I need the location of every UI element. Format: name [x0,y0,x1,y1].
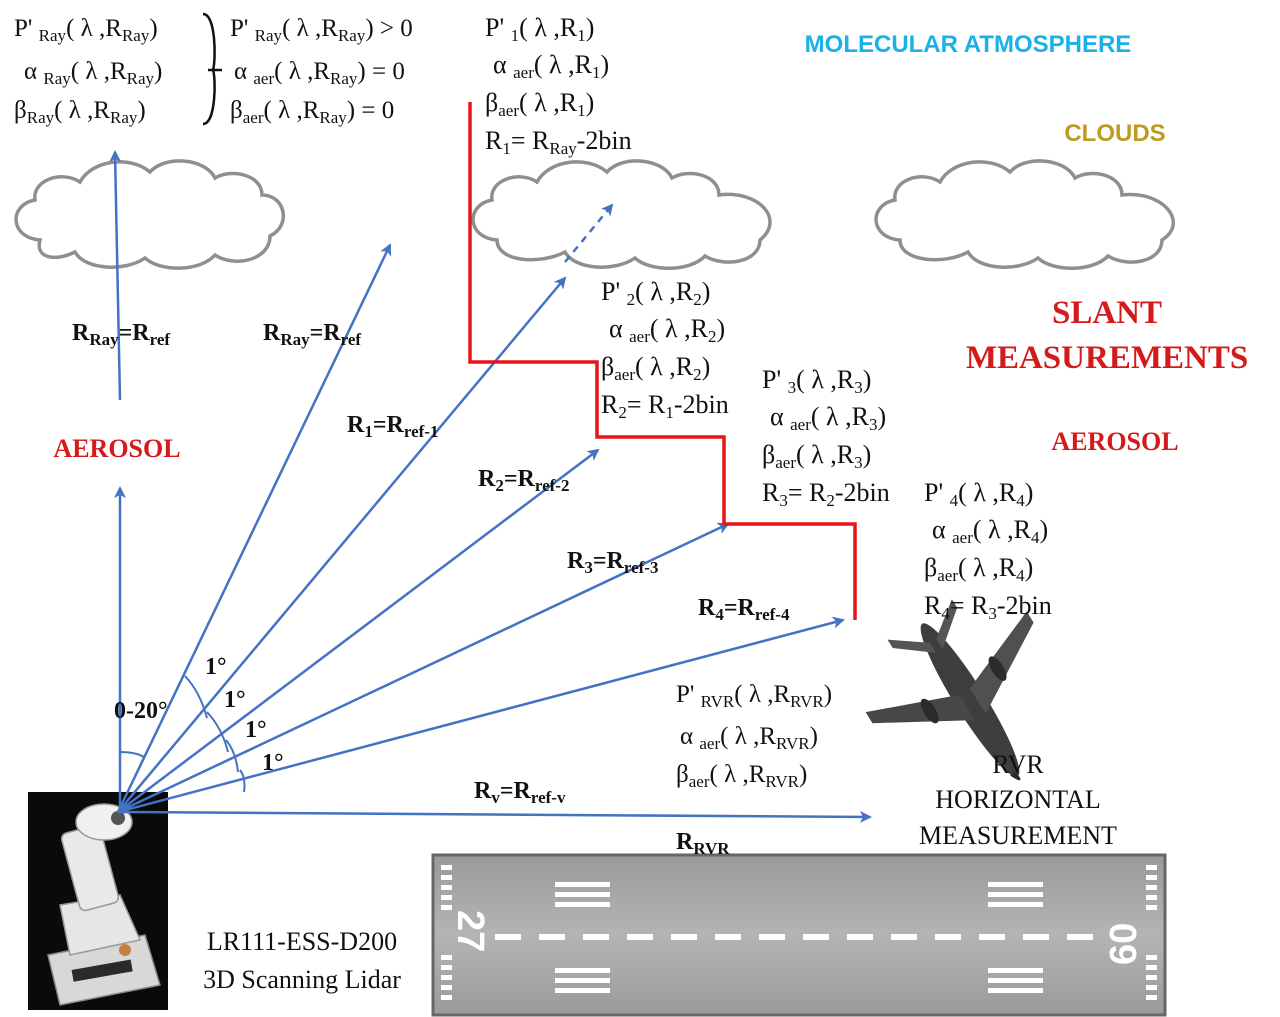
range-block-4-p: P' 4( λ ,R4) [924,478,1033,510]
range-block-3-p: P' 3( λ ,R3) [762,365,871,397]
aerosol-label-right: AEROSOL [1051,427,1178,456]
runway-number-right: 60 [1103,923,1145,965]
ray-block: P' Ray( λ ,RRay) α Ray( λ ,RRay) βRay( λ… [14,15,162,127]
rvr-beta: βaer( λ ,RRVR) [676,761,807,791]
cond-beta: βaer( λ ,RRay) = 0 [230,97,394,127]
cond-p: P' Ray( λ ,RRay) > 0 [230,15,413,45]
rvr-label-1: RVR [992,750,1044,779]
arrow-horizontal [117,810,872,823]
range-label-8: RRVR [676,829,730,858]
range-block-1-beta: βaer( λ ,R1) [485,88,594,120]
rvr-p: P' RVR( λ ,RRVR) [676,681,832,711]
cloud-left [14,159,286,270]
range-block-2-p: P' 2( λ ,R2) [601,277,710,309]
range-block-3-alpha: α aer( λ ,R3) [770,402,886,434]
range-label-5: R3=Rref-3 [567,548,658,577]
angle-label-3: 1° [245,717,267,743]
slant-label-1: SLANT [1052,295,1162,331]
range-label-2: RRay=Rref [263,320,361,349]
angle-arc-3 [225,739,239,773]
range-block-2: P' 2( λ ,R2) α aer( λ ,R2) βaer( λ ,R2) R2=… [601,277,729,422]
runway-threshold-left [441,865,452,1000]
rvr-label-2: HORIZONTAL [935,785,1100,814]
ray-beta: βRay( λ ,RRay) [14,97,146,127]
molecular-atmosphere-label: MOLECULAR ATMOSPHERE [805,31,1132,58]
runway-threshold-right [1146,865,1157,1000]
range-block-2-alpha: α aer( λ ,R2) [609,314,725,346]
range-block-3: P' 3( λ ,R3) α aer( λ ,R3) βaer( λ ,R3) R3=… [762,365,890,510]
range-block-4: P' 4( λ ,R4) α aer( λ ,R4) βaer( λ ,R4) R4=… [924,478,1052,623]
arrow-beam-5 [117,616,845,814]
range-block-1-alpha: α aer( λ ,R1) [493,50,609,82]
range-block-1-p: P' 1( λ ,R1) [485,13,594,45]
cloud-middle [471,159,772,270]
range-block-3-r: R3= R2-2bin [762,478,890,510]
aerosol-label-left: AEROSOL [53,434,180,463]
range-block-3-beta: βaer( λ ,R3) [762,440,871,472]
range-block-1: P' 1( λ ,R1) α aer( λ ,R1) βaer( λ ,R1) R1=… [485,13,632,158]
beam-arrows [109,150,872,823]
slant-label-2: MEASUREMENTS [966,340,1248,376]
angle-label-2: 1° [224,687,246,713]
range-block-4-r: R4= R3-2bin [924,591,1052,623]
angle-label-1: 1° [205,654,227,680]
range-labels: RRay=Rref RRay=RrefR1=Rref-1R2=Rref-2R3=R… [72,320,790,858]
rvr-label-3: MEASUREMENT [919,821,1117,850]
range-block-1-r: R1= RRay-2bin [485,126,632,158]
angle-arcs [119,675,246,793]
clouds-label: CLOUDS [1064,120,1165,147]
angle-range-label: 0-20° [114,698,168,724]
range-blocks: P' 1( λ ,R1) α aer( λ ,R1) βaer( λ ,R1) R1=… [485,13,1052,623]
ray-p: P' Ray( λ ,RRay) [14,15,158,45]
range-block-2-r: R2= R1-2bin [601,390,729,422]
cond-alpha: α aer( λ ,RRay) = 0 [234,58,405,88]
arrow-beam-3 [117,448,600,813]
range-label-7: Rv=Rref-v [474,778,566,807]
runway-number-left: 27 [449,910,491,952]
angle-arc-0-20 [119,751,145,758]
ray-alpha: α Ray( λ ,RRay) [24,58,162,88]
airplane-photo [865,599,1034,781]
range-label-1: RRay=Rref [72,320,170,349]
range-label-4: R2=Rref-2 [478,466,569,495]
lidar-device-photo [28,792,168,1010]
range-block-2-beta: βaer( λ ,R2) [601,352,710,384]
angle-arc-2 [206,711,229,753]
angle-label-4: 1° [262,750,284,776]
arrow-beam-1 [116,243,392,813]
angle-arc-4 [239,769,246,793]
lidar-label-1: LR111-ESS-D200 [207,927,397,956]
arrow-beam-2 [117,276,567,813]
range-label-3: R1=Rref-1 [347,412,438,441]
step-line [468,102,857,530]
runway-touchdown-marks [555,882,1043,993]
arrow-beam-4 [117,522,730,814]
angle-arc-1 [184,675,208,719]
lidar-label-2: 3D Scanning Lidar [203,965,401,994]
condition-block: P' Ray( λ ,RRay) > 0 α aer( λ ,RRay) = 0… [230,15,413,127]
runway: 27 60 [431,853,1167,1017]
range-block-4-beta: βaer( λ ,R4) [924,553,1033,585]
range-label-6: R4=Rref-4 [698,595,790,624]
range-block-4-alpha: α aer( λ ,R4) [932,515,1048,547]
cloud-right [874,159,1176,270]
arrow-vertical-upper [109,150,122,401]
rvr-alpha: α aer( λ ,RRVR) [680,723,818,753]
rvr-block: P' RVR( λ ,RRVR) α aer( λ ,RRVR) βaer( λ… [676,681,832,791]
